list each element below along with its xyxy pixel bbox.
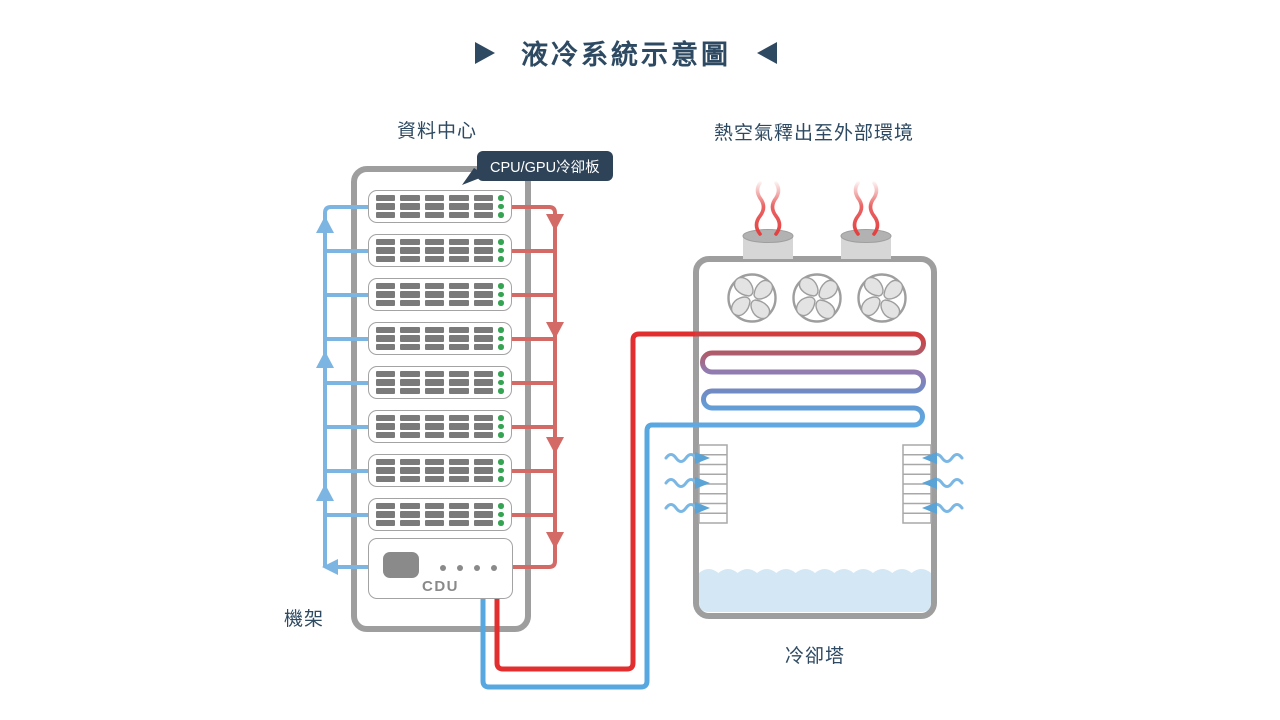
- diagram-title: 液冷系統示意圖: [475, 33, 777, 72]
- server-stack: [368, 190, 512, 542]
- title-text: 液冷系統示意圖: [521, 40, 731, 70]
- status-leds: [498, 239, 504, 262]
- triangle-right-icon: [475, 41, 495, 64]
- rack-hot-riser: [512, 205, 557, 569]
- water: [699, 569, 931, 612]
- server-unit: [368, 190, 512, 223]
- status-leds: [498, 371, 504, 394]
- hot-flow-arrows: [546, 214, 564, 549]
- cdu-display: [383, 552, 419, 578]
- server-unit: [368, 454, 512, 487]
- heat-squiggle-icon: [754, 181, 880, 236]
- status-leds: [498, 415, 504, 438]
- tooltip-text: CPU/GPU冷卻板: [490, 159, 600, 176]
- status-leds: [498, 327, 504, 350]
- coil-heat-exchanger: [658, 331, 926, 428]
- label-rack: 機架: [283, 609, 325, 630]
- server-unit: [368, 366, 512, 399]
- status-leds: [498, 459, 504, 482]
- cpu-gpu-coldplate-tooltip: CPU/GPU冷卻板: [462, 151, 613, 185]
- fan-icon: [727, 273, 777, 323]
- chimney-icon: [742, 229, 794, 259]
- label-cooling-tower: 冷卻塔: [784, 646, 846, 667]
- cdu-label: CDU: [422, 578, 459, 595]
- server-unit: [368, 322, 512, 355]
- status-leds: [498, 195, 504, 218]
- label-data-center: 資料中心: [396, 121, 478, 142]
- wind-arrowheads: [695, 452, 937, 514]
- server-unit: [368, 498, 512, 531]
- fan-icon: [857, 273, 907, 323]
- cold-flow-arrows: [316, 216, 338, 575]
- status-leds: [498, 283, 504, 306]
- cdu-unit: CDU: [368, 538, 513, 599]
- facility-cold-pipe: [480, 422, 660, 690]
- triangle-left-icon: [757, 41, 777, 64]
- label-hot-air-release: 熱空氣釋出至外部環境: [713, 123, 915, 144]
- status-leds: [498, 503, 504, 526]
- cdu-indicator-dots: [440, 565, 497, 571]
- server-unit: [368, 278, 512, 311]
- chimney-icon: [840, 229, 892, 259]
- server-unit: [368, 234, 512, 267]
- facility-hot-pipe: [494, 331, 697, 672]
- rack-cold-riser: [323, 205, 368, 569]
- server-unit: [368, 410, 512, 443]
- fan-icon: [792, 273, 842, 323]
